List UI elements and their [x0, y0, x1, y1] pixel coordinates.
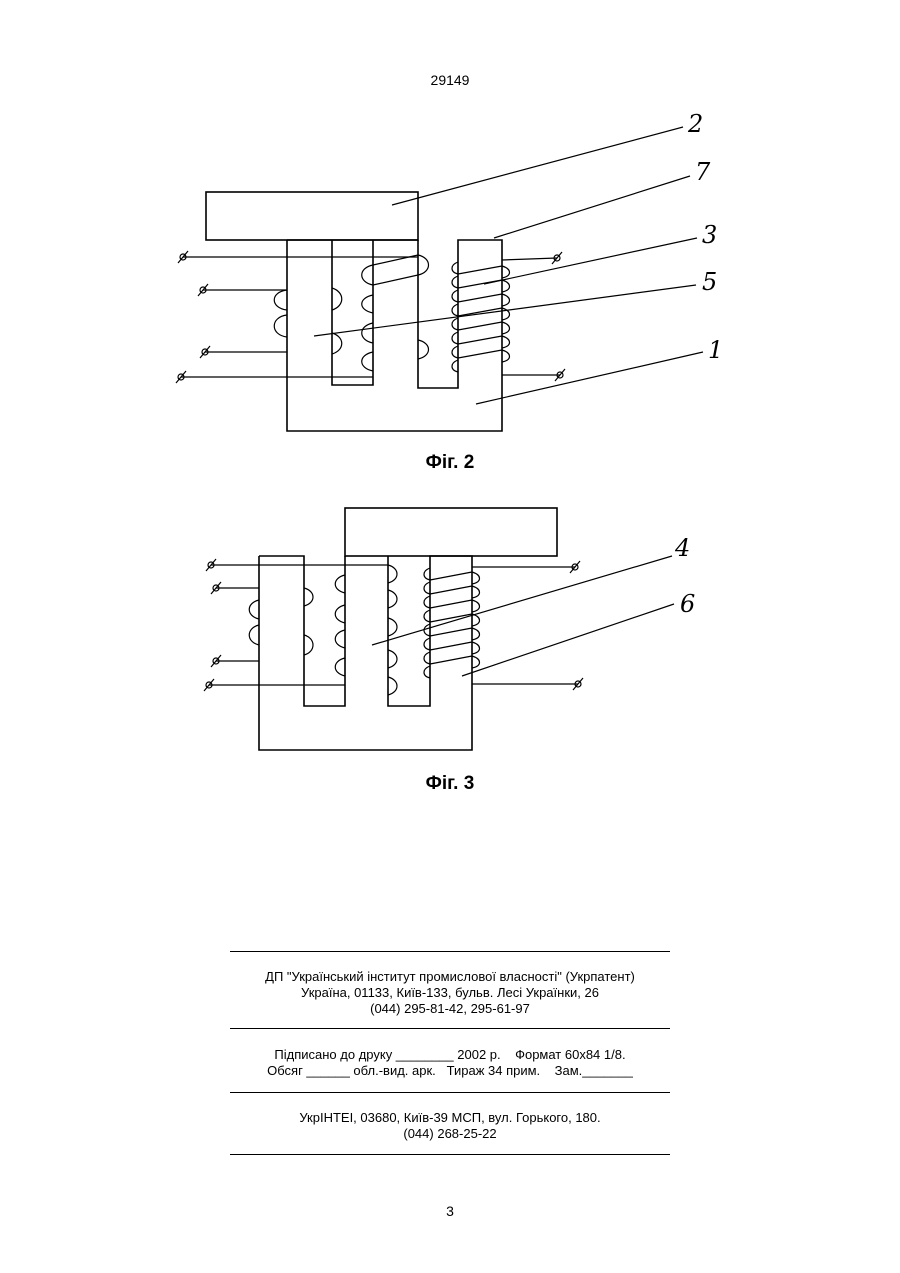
imprint-publisher: ДП "Український інститут промислової вла…: [0, 969, 900, 985]
label-2: 2: [687, 110, 703, 138]
label-5: 5: [702, 268, 717, 296]
core-outline: [259, 556, 472, 750]
right-terminals: [502, 252, 565, 381]
label-3: 3: [702, 221, 717, 249]
figure-2-drawing: 2 7 3 5 1: [0, 100, 900, 450]
label-7: 7: [695, 158, 711, 186]
imprint-phone: (044) 295-81-42, 295-61-97: [0, 1001, 900, 1017]
imprint-rule: [230, 1092, 670, 1093]
imprint-rule: [230, 1154, 670, 1155]
imprint-rule: [230, 1028, 670, 1029]
figure-2-caption: Фіг. 2: [0, 452, 900, 474]
leader-lines: [372, 556, 674, 676]
left-terminals: [176, 251, 418, 383]
figure-3-caption: Фіг. 3: [0, 773, 900, 795]
imprint-address: Україна, 01133, Київ-133, бульв. Лесі Ук…: [0, 985, 900, 1001]
terminals: [204, 559, 583, 691]
imprint-signed: Підписано до друку ________ 2002 р. Форм…: [0, 1047, 900, 1063]
label-1: 1: [708, 336, 723, 364]
imprint-printer-phone: (044) 268-25-22: [0, 1126, 900, 1142]
upper-yoke: [345, 508, 557, 556]
figure-3-drawing: 4 6: [0, 500, 900, 770]
label-6: 6: [680, 590, 695, 618]
imprint-volume: Обсяг ______ обл.-вид. арк. Тираж 34 при…: [0, 1063, 900, 1079]
imprint-rule: [230, 951, 670, 952]
label-4: 4: [674, 534, 690, 562]
page-number: 3: [0, 1203, 900, 1219]
imprint-printer: УкрІНТЕІ, 03680, Київ-39 МСП, вул. Горьк…: [0, 1110, 900, 1126]
right-winding: [424, 568, 480, 678]
document-number: 29149: [0, 72, 900, 88]
upper-yoke: [206, 192, 418, 240]
